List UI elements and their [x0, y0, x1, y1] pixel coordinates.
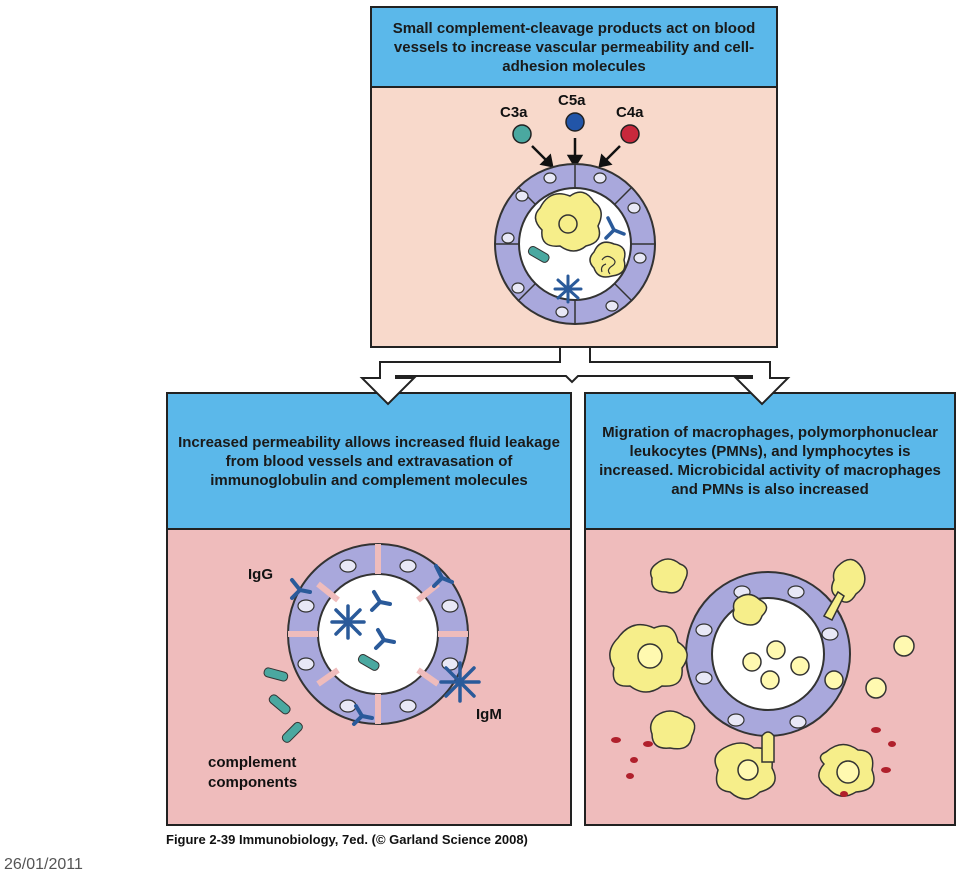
- complement-label-line1: complement: [208, 754, 297, 771]
- c4a-label: C4a: [616, 104, 644, 121]
- complement-icon: [527, 246, 550, 263]
- igm-label: IgM: [476, 706, 502, 723]
- left-panel-body: IgG IgM complement components: [168, 530, 570, 824]
- top-panel: Small complement-cleavage products act o…: [370, 6, 778, 348]
- pmn-icon: [589, 241, 626, 278]
- igg-icon: [604, 216, 626, 240]
- action-arrows: [531, 138, 621, 169]
- right-panel-title: Migration of macrophages, polymorphonucl…: [586, 394, 954, 530]
- lymphocyte-icons: [742, 635, 915, 699]
- top-panel-title: Small complement-cleavage products act o…: [372, 8, 776, 88]
- c3a-label: C3a: [500, 104, 528, 121]
- right-panel: Migration of macrophages, polymorphonucl…: [584, 392, 956, 826]
- pmn-icons: [649, 558, 866, 626]
- bacteria-debris: [611, 727, 896, 797]
- top-illustration: [494, 112, 656, 325]
- right-panel-body: [586, 530, 954, 824]
- left-panel-title: Increased permeability allows increased …: [168, 394, 570, 530]
- igg-label: IgG: [248, 566, 273, 583]
- c4a-molecule: [620, 124, 640, 144]
- slide-date: 26/01/2011: [4, 856, 83, 873]
- left-panel: Increased permeability allows increased …: [166, 392, 572, 826]
- top-panel-body: C3a C5a C4a: [372, 88, 776, 346]
- figure-caption: Figure 2-39 Immunobiology, 7ed. (© Garla…: [166, 832, 528, 847]
- c5a-label: C5a: [558, 92, 586, 109]
- igm-icon: [553, 274, 583, 304]
- left-illustration: [263, 543, 481, 743]
- blood-vessel: [494, 163, 656, 325]
- right-illustration: [609, 558, 915, 800]
- igg-icons: [290, 564, 454, 726]
- c5a-molecule: [565, 112, 585, 132]
- split-arrow: [359, 348, 791, 406]
- macrophage-icons: [609, 623, 875, 800]
- complement-label-line2: components: [208, 774, 298, 791]
- vessel-with-migration: [685, 571, 851, 737]
- complement-component-icons: [263, 654, 380, 743]
- leaky-vessel: [287, 543, 469, 725]
- igm-icons: [330, 604, 481, 703]
- c3a-molecule: [512, 124, 532, 144]
